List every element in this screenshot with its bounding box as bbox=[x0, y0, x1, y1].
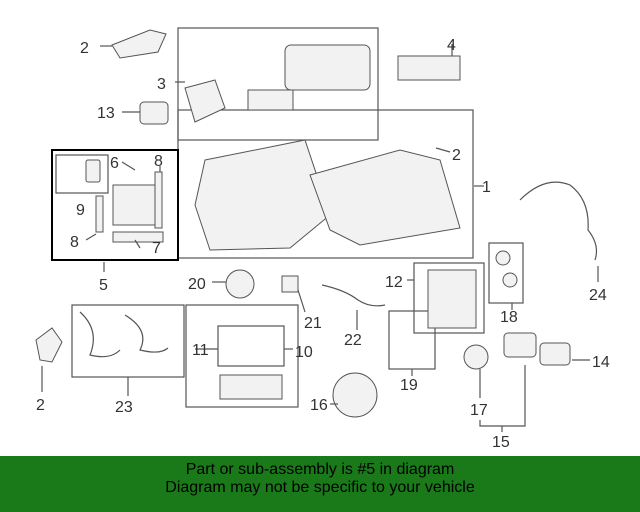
group-box-18 bbox=[488, 242, 524, 304]
callout-22: 22 bbox=[344, 332, 362, 349]
highlight-box-part-5[interactable] bbox=[51, 149, 179, 261]
notice-line-1: Part or sub-assembly is #5 in diagram bbox=[185, 461, 455, 478]
part-18-motor-a bbox=[495, 250, 511, 266]
callout-2: 2 bbox=[80, 40, 89, 57]
part-2-duct bbox=[111, 29, 167, 59]
callout-2: 2 bbox=[36, 397, 45, 414]
callout-12: 12 bbox=[385, 274, 403, 291]
callout-5: 5 bbox=[99, 277, 108, 294]
callout-23: 23 bbox=[115, 399, 133, 416]
callout-16: 16 bbox=[310, 397, 328, 414]
callout-10: 10 bbox=[295, 344, 313, 361]
callout-3: 3 bbox=[157, 76, 166, 93]
callout-1: 1 bbox=[482, 179, 491, 196]
callout-24: 24 bbox=[589, 287, 607, 304]
part-3-bracket bbox=[184, 79, 226, 123]
callout-6: 6 bbox=[110, 155, 119, 172]
callout-19: 19 bbox=[400, 377, 418, 394]
callout-2: 2 bbox=[452, 147, 461, 164]
callout-8: 8 bbox=[154, 153, 163, 170]
callout-15: 15 bbox=[492, 434, 510, 451]
part-4-filter bbox=[397, 55, 461, 81]
part-12-panel bbox=[427, 269, 477, 329]
part-21-resistor bbox=[281, 275, 299, 293]
group-box-9 bbox=[55, 154, 109, 194]
callout-21: 21 bbox=[304, 315, 322, 332]
group-box-23 bbox=[71, 304, 185, 378]
part-22-sensor-cable bbox=[321, 284, 386, 307]
notice-line-2: Diagram may not be specific to your vehi… bbox=[165, 479, 475, 496]
part-9-valve bbox=[85, 159, 101, 183]
part-17-gear bbox=[463, 344, 489, 370]
callout-8: 8 bbox=[70, 234, 79, 251]
part-8-tube bbox=[154, 171, 163, 229]
part-23-cable-a bbox=[79, 311, 121, 358]
part-7-seal bbox=[112, 231, 164, 243]
part-23-cable-b bbox=[124, 314, 169, 353]
part-10-filter bbox=[219, 374, 283, 400]
part-20-blower bbox=[225, 269, 255, 299]
callout-20: 20 bbox=[188, 276, 206, 293]
part-3-housing-top bbox=[284, 44, 371, 91]
parts-diagram: 2 3 4 13 2 1 6 8 9 8 7 5 20 12 24 21 18 … bbox=[35, 27, 610, 451]
callout-14: 14 bbox=[592, 354, 610, 371]
part-3-grille bbox=[247, 89, 294, 111]
part-8-tube-b bbox=[95, 195, 104, 233]
callout-7: 7 bbox=[152, 240, 161, 257]
part-2-bracket bbox=[35, 327, 63, 363]
part-18-motor-b bbox=[502, 272, 518, 288]
group-box-12 bbox=[413, 262, 485, 334]
part-14-actuator bbox=[539, 342, 571, 366]
part-1-hvac-case bbox=[194, 139, 331, 251]
callout-13: 13 bbox=[97, 105, 115, 122]
part-16-gear bbox=[332, 372, 378, 418]
callout-11: 11 bbox=[192, 342, 209, 359]
part-15-actuator-a bbox=[503, 332, 537, 358]
callout-9: 9 bbox=[76, 202, 85, 219]
part-1-hvac-case-right bbox=[309, 149, 461, 246]
callout-4: 4 bbox=[447, 37, 456, 54]
callout-17: 17 bbox=[470, 402, 488, 419]
part-24-harness bbox=[519, 181, 598, 261]
group-box-11 bbox=[217, 325, 285, 367]
group-box-3 bbox=[177, 27, 379, 141]
group-box-10 bbox=[185, 304, 299, 408]
part-5-evaporator bbox=[112, 184, 156, 226]
part-13-actuator bbox=[139, 101, 169, 125]
diagram-notice-banner: Part or sub-assembly is #5 in diagram Di… bbox=[0, 456, 640, 512]
callout-18: 18 bbox=[500, 309, 518, 326]
